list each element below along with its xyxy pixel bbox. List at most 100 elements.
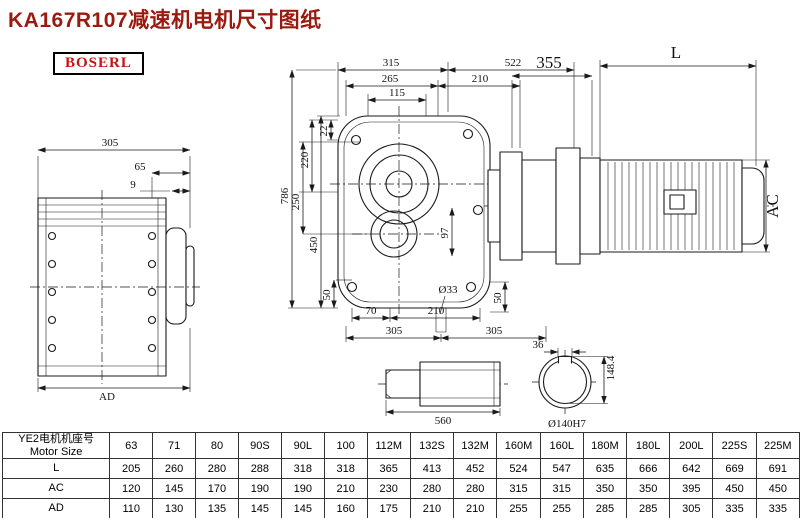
cell-AD: 145	[237, 498, 282, 518]
col-header: 90S	[237, 431, 282, 460]
col-header: 132S	[409, 431, 455, 460]
header-motor-size: YE2电机机座号 Motor Size	[1, 431, 111, 460]
adapter-ring-4	[579, 157, 601, 255]
left-view-dimensions: 305 65 9 AD	[37, 137, 191, 403]
dim-motor-L: L	[671, 43, 681, 62]
cell-AD: 305	[669, 498, 714, 518]
col-header: 80	[195, 431, 239, 460]
cell-L: 666	[626, 458, 671, 480]
dim-bore-d140: Ø140H7	[548, 418, 586, 430]
housing-inner-wall	[343, 121, 485, 303]
motor-dimensions: 355 L AC	[511, 43, 782, 253]
adapter-flange	[555, 147, 581, 265]
brand-logo: BOSERL	[53, 52, 144, 75]
adapter-ring-3	[521, 159, 557, 253]
dim-front-d33: Ø33	[439, 284, 458, 296]
shaft-stub	[385, 369, 421, 399]
motor-dimension-table: YE2电机机座号 Motor Size 63 71 80 90S 90L 100…	[1, 431, 800, 518]
table-row-AC: AC 120 145 170 190 190 210 230 280 280 3…	[1, 478, 800, 500]
cell-AD: 130	[152, 498, 197, 518]
cell-AD: 255	[539, 498, 584, 518]
cell-L: 691	[755, 458, 800, 480]
dim-front-70: 70	[366, 305, 378, 317]
dim-front-97: 97	[439, 227, 451, 239]
technical-drawing: 315 522 265 210 115 786 450 250 220 22 9…	[30, 43, 782, 430]
dim-front-250: 250	[290, 193, 302, 210]
table-header-row: YE2电机机座号 Motor Size 63 71 80 90S 90L 100…	[1, 431, 800, 460]
cell-AC: 120	[109, 478, 154, 500]
cell-L: 669	[712, 458, 757, 480]
cell-AC: 315	[539, 478, 584, 500]
output-flange-step	[185, 245, 195, 307]
cell-AC: 350	[582, 478, 628, 500]
dim-front-210-top: 210	[472, 73, 489, 85]
dim-bore-148: 148.4	[605, 355, 617, 380]
dim-left-305: 305	[102, 137, 119, 149]
col-header: 71	[152, 431, 197, 460]
col-header: 225S	[712, 431, 757, 460]
dim-front-50-left: 50	[321, 289, 333, 301]
col-header: 132M	[453, 431, 498, 460]
bore-dimensions: 36 148.4 Ø140H7	[533, 339, 618, 430]
col-header: 112M	[366, 431, 411, 460]
dim-front-265: 265	[382, 73, 399, 85]
col-header: 160L	[539, 431, 584, 460]
cell-L: 365	[366, 458, 411, 480]
dim-front-115: 115	[389, 87, 406, 99]
cell-AC: 280	[409, 478, 455, 500]
gearbox-left-view	[30, 190, 200, 384]
adapter-ring-2	[499, 151, 523, 261]
dim-left-65: 65	[135, 161, 147, 173]
dim-shaft-560: 560	[435, 415, 452, 427]
hollow-bore-view	[532, 350, 598, 416]
cell-L: 413	[409, 458, 455, 480]
cell-L: 205	[109, 458, 154, 480]
cell-L: 524	[496, 458, 541, 480]
cell-AD: 175	[366, 498, 411, 518]
table-row-AD: AD 110 130 135 145 145 160 175 210 210 2…	[1, 498, 800, 518]
motor-ext-lines	[511, 60, 770, 253]
col-header: 100	[323, 431, 368, 460]
cell-AC: 450	[755, 478, 800, 500]
left-bolt-holes	[47, 231, 157, 353]
row-label-AD: AD	[1, 498, 111, 518]
left-centerlines	[30, 190, 200, 384]
header-motor-size-cn: YE2电机机座号	[18, 433, 95, 445]
cell-L: 318	[323, 458, 368, 480]
cell-AC: 170	[195, 478, 239, 500]
cell-AC: 190	[237, 478, 282, 500]
cell-L: 288	[237, 458, 282, 480]
keyway	[557, 355, 573, 364]
cell-AD: 335	[712, 498, 757, 518]
dim-motor-355: 355	[536, 53, 562, 72]
dim-bore-36: 36	[533, 339, 545, 351]
dim-motor-AC: AC	[763, 194, 782, 218]
shaft-sleeve	[419, 361, 501, 407]
dim-shaft-305a: 305	[386, 325, 403, 337]
dim-left-AD: AD	[99, 391, 115, 403]
col-header: 63	[109, 431, 154, 460]
cell-AD: 110	[109, 498, 154, 518]
brand-logo-text: BOSERL	[65, 55, 132, 71]
motor-nameplate-inner	[669, 194, 685, 210]
dim-front-22: 22	[318, 126, 330, 137]
cell-AD: 285	[626, 498, 671, 518]
front-view-dimensions: 315 522 265 210 115 786 450 250 220 22 9…	[279, 57, 575, 322]
dim-front-786: 786	[279, 187, 291, 204]
cell-AC: 395	[669, 478, 714, 500]
col-header: 180M	[582, 431, 628, 460]
cell-AC: 145	[152, 478, 197, 500]
cell-L: 642	[669, 458, 714, 480]
motor-side-view	[484, 147, 774, 265]
col-header: 90L	[280, 431, 325, 460]
cell-AC: 350	[626, 478, 671, 500]
page-title: KA167R107减速机电机尺寸图纸	[8, 9, 322, 32]
row-label-AC: AC	[1, 478, 111, 500]
cell-L: 318	[280, 458, 325, 480]
shaft-dimensions: 305 305 560	[345, 325, 547, 427]
table-row-L: L 205 260 280 288 318 318 365 413 452 52…	[1, 458, 800, 480]
shaft-detail-lines	[385, 362, 500, 406]
dim-front-522: 522	[505, 57, 522, 69]
cell-AC: 190	[280, 478, 325, 500]
cell-L: 260	[152, 458, 197, 480]
